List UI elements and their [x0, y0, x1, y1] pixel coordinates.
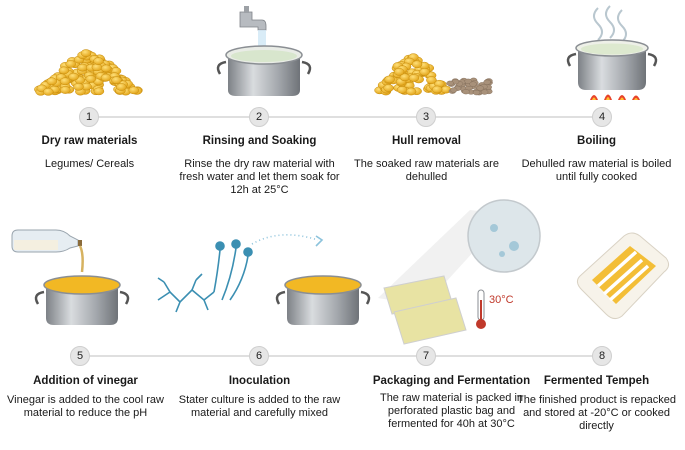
boiling-pot-icon [568, 6, 656, 100]
step-2: Rinsing and Soaking Rinse the dry raw ma… [174, 134, 345, 197]
step-number-6: 6 [249, 346, 269, 366]
step-6-title: Inoculation [174, 374, 345, 388]
step-4: Boiling Dehulled raw material is boiled … [511, 134, 682, 184]
step-5: Addition of vinegar Vinegar is added to … [0, 374, 171, 420]
cooking-pot-icon [36, 276, 128, 325]
step-1: Dry raw materials Legumes/ Cereals [4, 134, 175, 171]
grain-pile-icon [34, 50, 142, 96]
inoculated-pot-icon [277, 276, 369, 325]
step-4-title: Boiling [511, 134, 682, 148]
step-2-title: Rinsing and Soaking [174, 134, 345, 148]
step-8-title: Fermented Tempeh [511, 374, 682, 388]
fermentation-bags-icon [378, 200, 540, 344]
step-5-description: Vinegar is added to the cool raw materia… [0, 394, 171, 420]
step-3-title: Hull removal [341, 134, 512, 148]
step-number-8: 8 [592, 346, 612, 366]
step-4-description: Dehulled raw material is boiled until fu… [511, 158, 682, 184]
step-5-title: Addition of vinegar [0, 374, 171, 388]
vinegar-bottle-icon [12, 230, 83, 272]
step-number-3: 3 [416, 107, 436, 127]
thermometer-label: 30°C [489, 294, 514, 306]
step-6: Inoculation Stater culture is added to t… [174, 374, 345, 420]
step-number-7: 7 [416, 346, 436, 366]
step-3: Hull removal The soaked raw materials ar… [341, 134, 512, 184]
step-3-description: The soaked raw materials are dehulled [341, 158, 512, 184]
step-number-1: 1 [79, 107, 99, 127]
hull-removal-icon [375, 54, 493, 95]
step-8: Fermented Tempeh The finished product is… [511, 374, 682, 433]
step-number-4: 4 [592, 107, 612, 127]
soaking-pot-icon [218, 6, 310, 96]
step-number-2: 2 [249, 107, 269, 127]
step-number-5: 5 [70, 346, 90, 366]
step-2-description: Rinse the dry raw material with fresh wa… [174, 158, 345, 197]
step-8-description: The finished product is repacked and sto… [511, 394, 682, 433]
tempeh-block-icon [577, 233, 668, 319]
step-1-title: Dry raw materials [4, 134, 175, 148]
thermometer-icon: 30°C [476, 290, 514, 329]
step-1-description: Legumes/ Cereals [4, 158, 175, 171]
step-6-description: Stater culture is added to the raw mater… [174, 394, 345, 420]
